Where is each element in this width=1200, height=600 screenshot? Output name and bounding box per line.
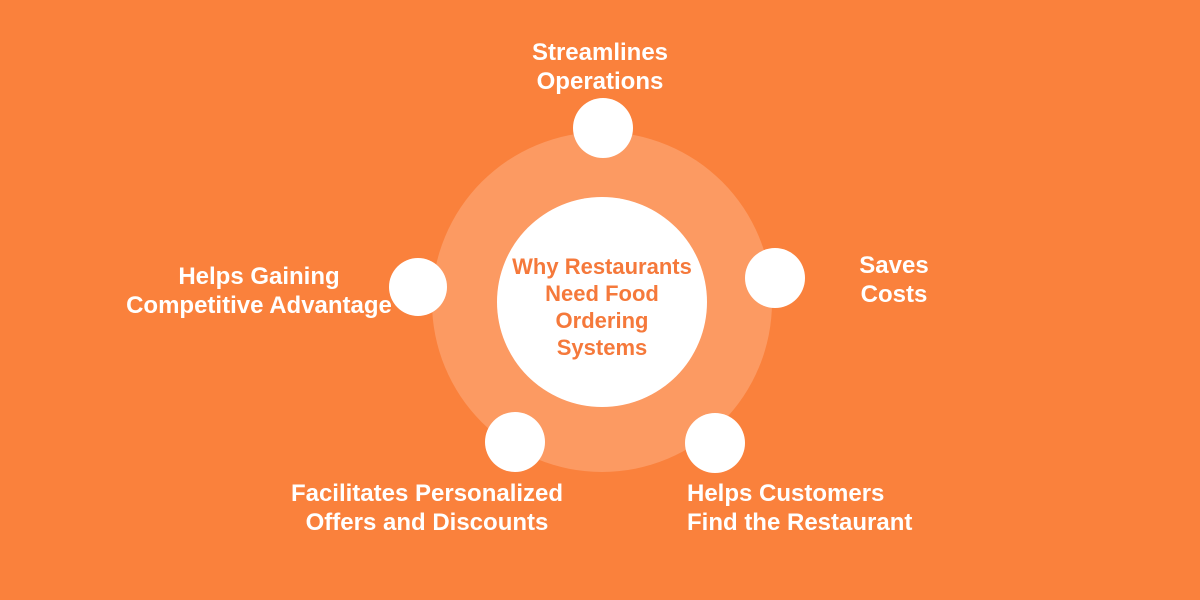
label-streamlines-operations: Streamlines Operations [531,39,669,95]
label-helps-customers-find-restaurant: Helps Customers Find the Restaurant [687,480,913,536]
node-helps-gaining-competitive-advantage [389,258,447,316]
center-title: Why Restaurants Need Food Ordering Syste… [512,254,692,360]
node-streamlines-operations [573,98,633,158]
center-node: Why Restaurants Need Food Ordering Syste… [497,197,707,407]
label-saves-costs: Saves Costs [859,252,929,308]
label-helps-gaining-competitive-advantage: Helps Gaining Competitive Advantage [126,263,392,319]
node-saves-costs [745,248,805,308]
label-facilitates-personalized-offers: Facilitates Personalized Offers and Disc… [290,480,564,536]
node-facilitates-personalized-offers [485,412,545,472]
node-helps-customers-find-restaurant [685,413,745,473]
